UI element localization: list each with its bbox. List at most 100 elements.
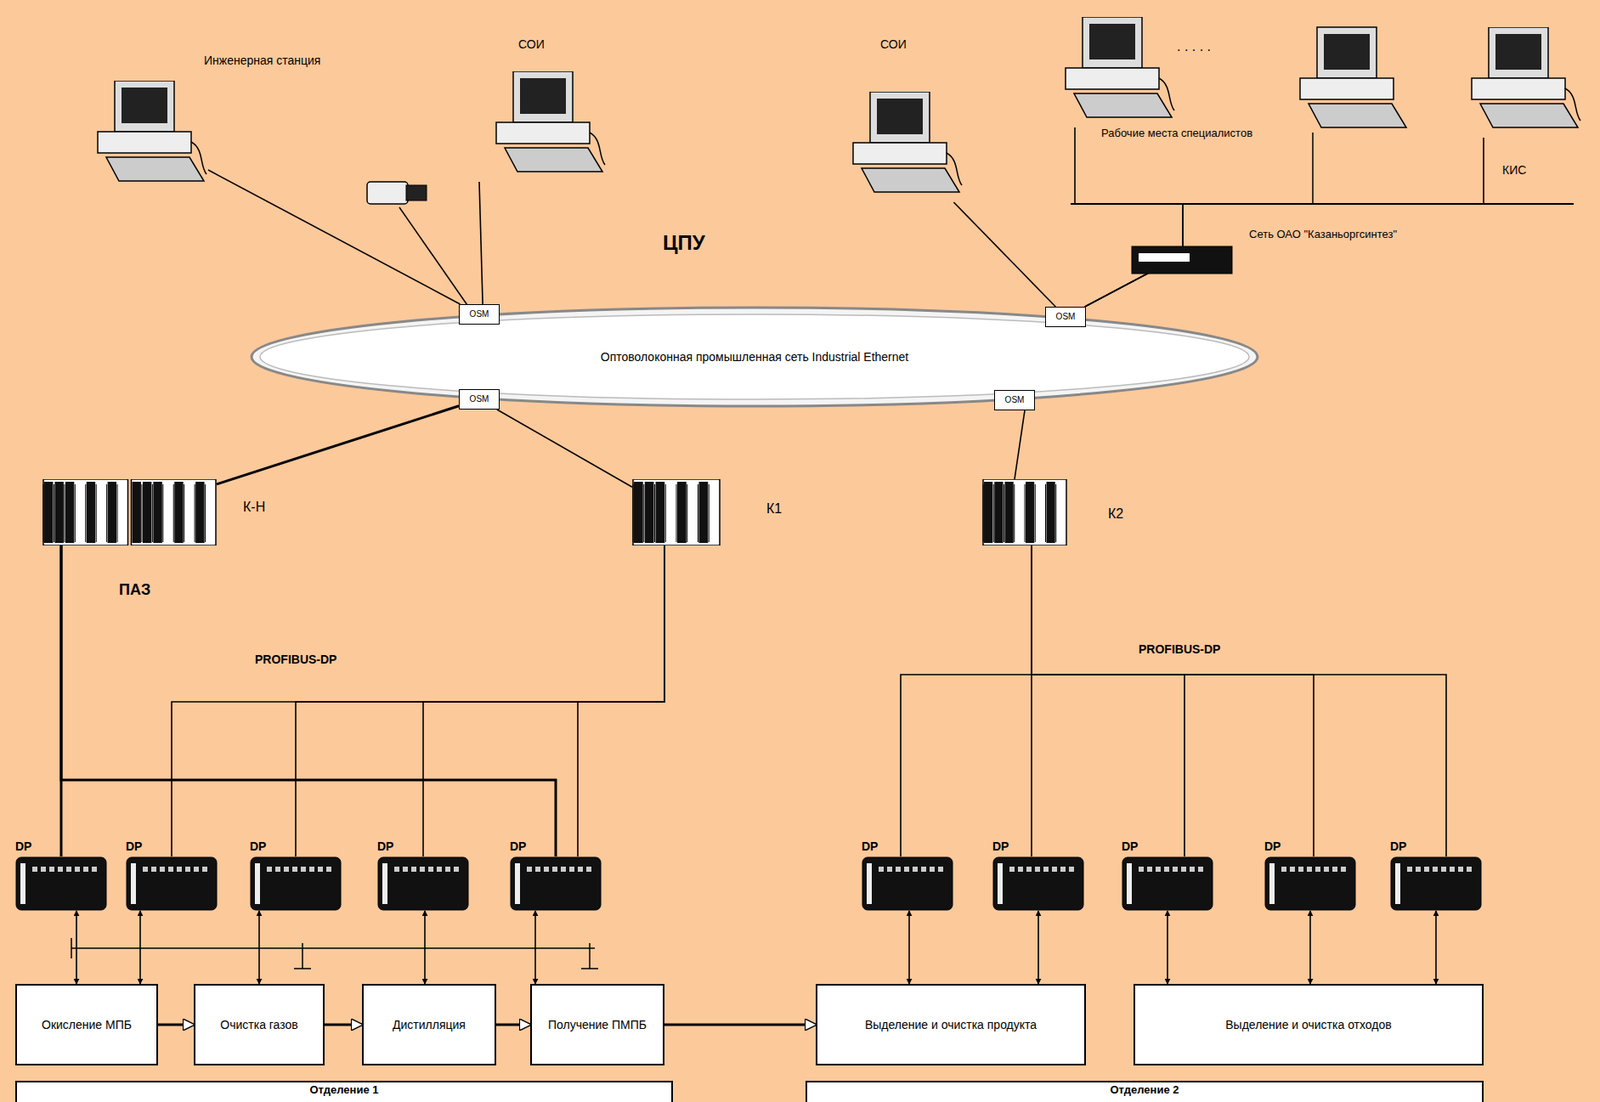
workstation: КИС (1454, 27, 1583, 138)
keyboard (1308, 103, 1407, 128)
connector (1085, 137, 1484, 307)
connector (424, 910, 426, 984)
module-led (292, 866, 298, 872)
module-led (1289, 866, 1295, 872)
rack-slot (1055, 484, 1057, 543)
node-text: Отделение 2 (1102, 1082, 1186, 1098)
module-strip (382, 863, 388, 905)
connector (1435, 910, 1437, 984)
node-shape (509, 856, 602, 911)
module-strip (1395, 863, 1401, 905)
rack-slot (654, 484, 656, 543)
module-led (1323, 866, 1329, 872)
node-caption: СОИ (880, 37, 932, 51)
node-shape (1390, 856, 1482, 911)
module-led (1138, 866, 1144, 872)
module-led (577, 866, 583, 872)
module-body (250, 857, 341, 911)
node-text: OSM (467, 394, 492, 405)
keyboard (1480, 103, 1578, 128)
module-led (57, 866, 63, 872)
workstation: Инженерная станция (80, 80, 209, 192)
connector (664, 1023, 816, 1027)
node-shape (632, 479, 721, 546)
rack-module (54, 481, 63, 543)
department-band: Отделение 1 (15, 1080, 673, 1102)
monitor (114, 80, 175, 132)
module-led (1458, 866, 1464, 872)
module-led (1017, 866, 1024, 872)
module-led (185, 866, 191, 872)
node-caption: Рабочие места специалистов (1101, 127, 1289, 141)
node-text: OSM (467, 309, 492, 320)
process-box: Окисление МПБ (15, 983, 159, 1066)
rack-slot (74, 484, 76, 543)
rack-module (107, 481, 117, 543)
module-led (543, 866, 549, 872)
module-strip (20, 863, 26, 905)
module-led (83, 866, 89, 872)
connector (479, 181, 483, 305)
rack-module (65, 481, 74, 543)
module-led (453, 866, 459, 872)
io-module: DP (249, 856, 342, 911)
module-strip (1269, 863, 1275, 905)
department-band: Отделение 2 (805, 1080, 1484, 1102)
connector (1074, 127, 1183, 307)
module-led (1449, 866, 1455, 872)
module-led (1164, 866, 1170, 872)
rack-slot (63, 484, 65, 543)
monitor (1317, 27, 1377, 79)
rack-module (86, 481, 96, 543)
module-body (1390, 857, 1482, 911)
rack-frame (131, 479, 217, 546)
monitor (870, 91, 930, 143)
rack-slot (204, 484, 206, 543)
module-led (1340, 866, 1346, 872)
module-led (1051, 866, 1058, 872)
crosslink (71, 947, 595, 950)
camera-lens (406, 185, 427, 201)
node-shape (992, 856, 1085, 911)
router-panel (1138, 253, 1190, 262)
cable (1565, 88, 1581, 121)
system-unit (853, 142, 947, 164)
module-led (1043, 866, 1049, 872)
rack-slot (96, 484, 97, 543)
module-led (1441, 866, 1447, 872)
node-shape (982, 479, 1068, 546)
module-led (394, 866, 400, 872)
io-module: DP (15, 856, 108, 911)
monitor (1082, 16, 1143, 68)
node-text: Оптоволоконная промышленная сеть Industr… (593, 346, 916, 368)
module-led (1009, 866, 1015, 872)
module-led (569, 866, 575, 872)
module-led (1189, 866, 1195, 872)
module-led (586, 866, 592, 872)
bus-drop (1311, 132, 1314, 204)
connector (1166, 910, 1169, 984)
node-caption: DP (125, 839, 160, 854)
rack-slot (152, 484, 153, 543)
rack-slot (665, 484, 667, 543)
module-led (887, 866, 893, 872)
cable (589, 132, 605, 165)
ring-inner (260, 314, 1250, 400)
connector (1037, 910, 1040, 984)
system-unit (1065, 67, 1160, 90)
workstation: Рабочие места специалистов (1048, 16, 1176, 128)
cable (191, 141, 207, 175)
rack-slot (84, 484, 86, 543)
crosslink-tick (588, 943, 591, 969)
module-led (326, 866, 332, 872)
module-led (176, 866, 182, 872)
module-led (1147, 866, 1153, 872)
screen (1089, 23, 1136, 60)
module-led (1034, 866, 1041, 872)
rack-module (1025, 481, 1035, 543)
connector (258, 910, 261, 984)
switch-box: OSM (458, 389, 500, 410)
module-led (428, 866, 434, 872)
free-label: PROFIBUS-DP (1138, 642, 1221, 656)
